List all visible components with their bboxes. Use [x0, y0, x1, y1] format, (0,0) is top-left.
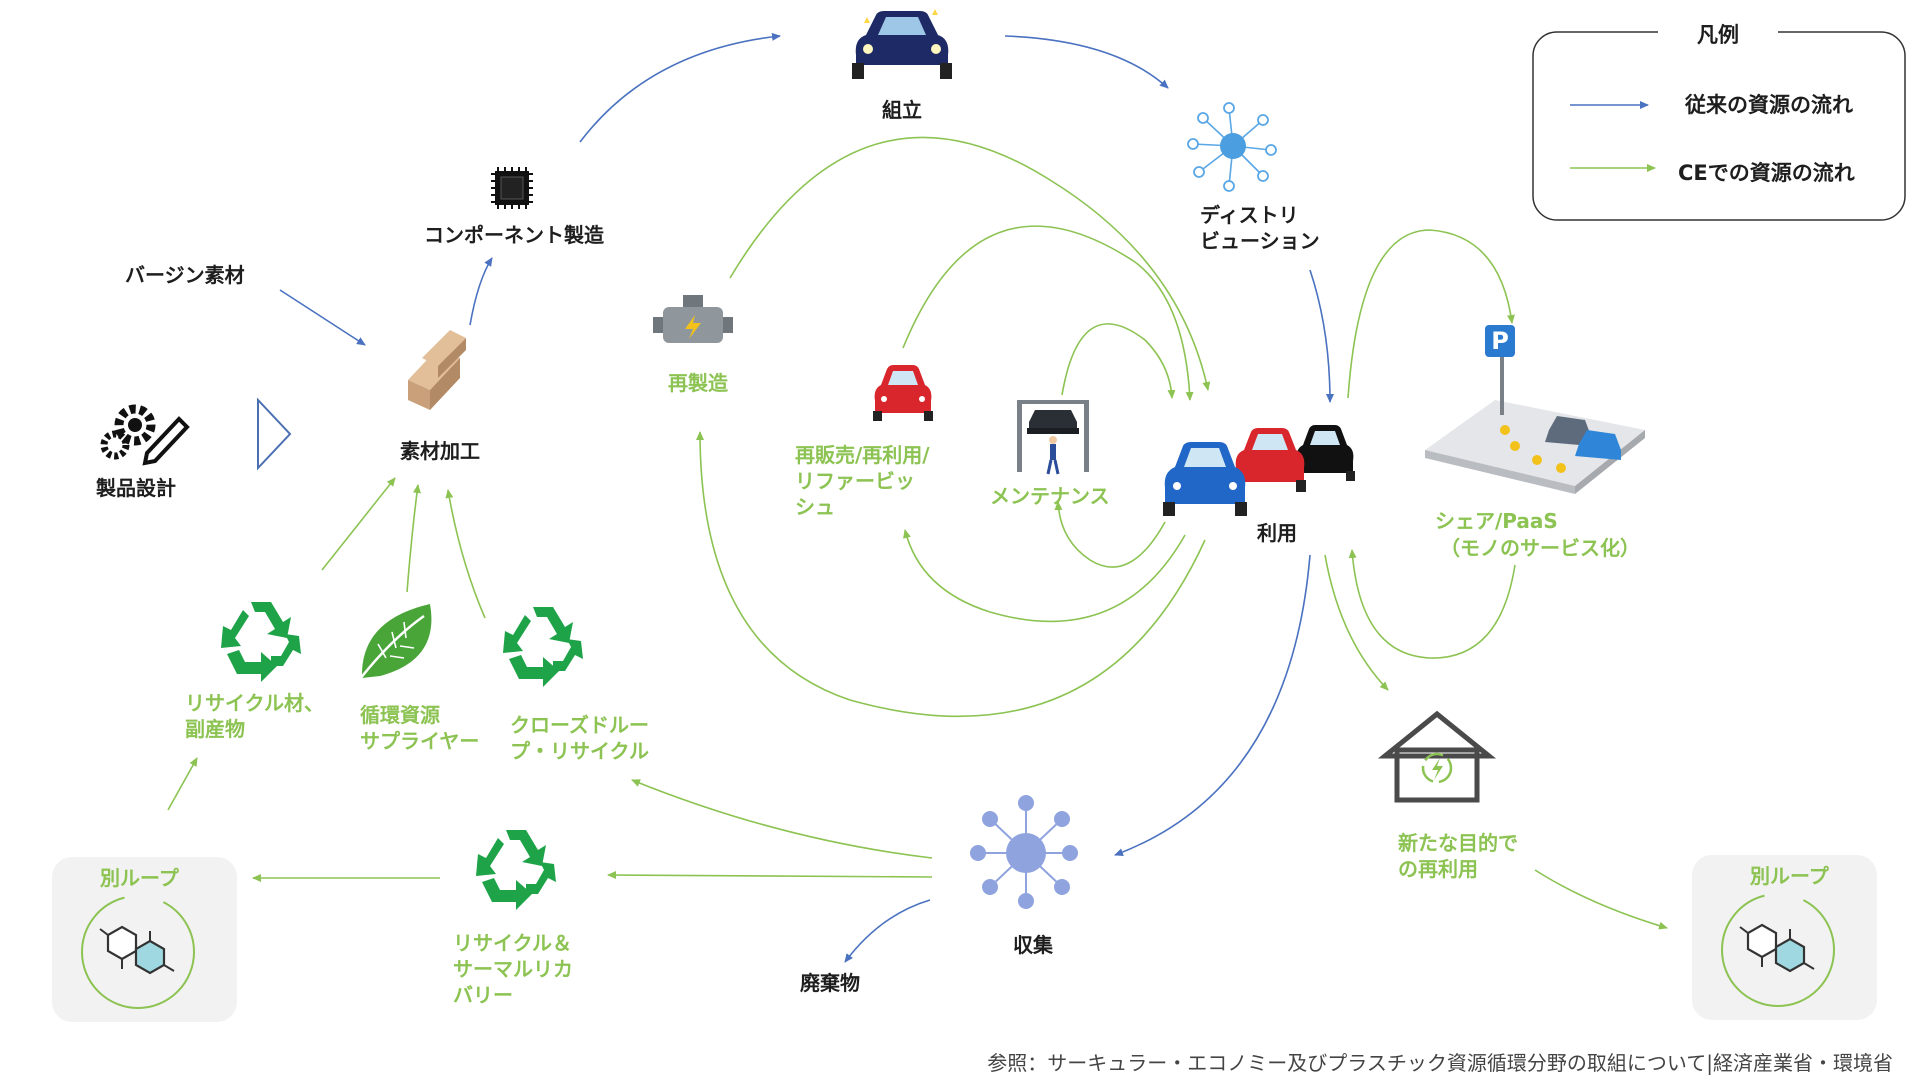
arrow-use-to-repurpose [1324, 554, 1389, 691]
legend-traditional-label: 従来の資源の流れ [1684, 93, 1853, 117]
label-share-1: シェア/PaaS [1435, 509, 1558, 533]
label-recycled-material-2: 副産物 [185, 717, 245, 741]
label-component-manufacturing: コンポーネント製造 [424, 223, 605, 247]
label-circular-supplier-1: 循環資源 [360, 703, 440, 727]
label-circular-supplier-2: サプライヤー [360, 729, 479, 753]
label-waste: 廃棄物 [800, 971, 860, 995]
arrow-recycled-to-processing [321, 477, 396, 571]
label-repurpose-2: の再利用 [1398, 857, 1478, 881]
label-resale-2: リファービッ [795, 469, 915, 493]
arrow-share-to-use [1348, 549, 1516, 659]
red-car-icon [873, 365, 933, 421]
arrow-closedloop-to-processing [445, 489, 486, 619]
car-lift-icon [1017, 400, 1089, 475]
arrow-collection-to-waste [844, 899, 931, 963]
label-distribution-2: ビューション [1200, 229, 1320, 253]
arrow-remanufacturing-to-use [729, 136, 1211, 391]
arrow-processing-to-component [469, 257, 493, 326]
label-remanufacturing: 再製造 [668, 371, 729, 395]
gear-pencil-icon [100, 404, 190, 466]
arrow-collection-to-recycling [607, 871, 933, 880]
arrow-distribution-to-use [1309, 269, 1334, 403]
collection-hub-icon [970, 795, 1078, 909]
label-resale-3: シュ [795, 495, 835, 519]
label-material-processing: 素材加工 [400, 439, 480, 463]
svg-text:P: P [1491, 327, 1509, 355]
new-car-icon [852, 9, 952, 79]
label-maintenance: メンテナンス [990, 484, 1110, 508]
other-loop-box-left [52, 857, 237, 1022]
label-share-2: （モノのサービス化） [1440, 536, 1640, 560]
arrow-repurpose-to-otherloop [1534, 869, 1668, 930]
recycle-icon-recycling-thermal [476, 830, 556, 910]
label-use: 利用 [1257, 521, 1297, 545]
label-assembly: 組立 [882, 98, 922, 122]
arrow-maintenance-to-use [1061, 323, 1176, 399]
arrow-use-to-collection [1114, 554, 1311, 856]
label-recycle-thermal-2: サーマルリカ [453, 957, 573, 981]
arrow-supplier-to-processing [406, 484, 421, 593]
label-other-loop-right: 別ループ [1750, 864, 1830, 888]
legend: 凡例 従来の資源の流れ CEでの資源の流れ [1532, 20, 1906, 221]
wood-block-icon [408, 330, 466, 410]
other-loop-box-right [1692, 855, 1877, 1020]
label-repurpose-1: 新たな目的で [1398, 831, 1518, 855]
parking-lot-icon: P [1425, 325, 1645, 494]
arrow-component-to-assembly [579, 32, 781, 143]
cars-in-use-icon [1163, 425, 1355, 516]
label-recycle-thermal-1: リサイクル＆ [453, 931, 572, 955]
label-closed-loop-1: クローズドルー [510, 713, 649, 737]
label-distribution-1: ディストリ [1200, 203, 1299, 227]
leaf-icon [355, 604, 432, 685]
label-recycled-material-1: リサイクル材、 [185, 691, 324, 715]
legend-title: 凡例 [1697, 23, 1739, 47]
label-virgin-material: バージン素材 [125, 263, 245, 287]
legend-ce-label: CEでの資源の流れ [1678, 161, 1855, 185]
distribution-network-icon [1187, 102, 1277, 192]
house-icon [1377, 710, 1497, 803]
recycle-icon-recycled-material [221, 602, 301, 682]
step-triangle-icon [257, 397, 292, 471]
arrow-assembly-to-distribution [1004, 35, 1169, 89]
source-citation: 参照：サーキュラー・エコノミー及びプラスチック資源循環分野の取組について|経済産… [987, 1051, 1893, 1075]
arrow-virgin-to-processing [279, 289, 366, 346]
engine-icon [653, 295, 733, 343]
arrow-use-to-resale [903, 529, 1186, 623]
label-other-loop-left: 別ループ [100, 866, 180, 890]
microchip-icon [491, 167, 533, 209]
arrow-resale-to-use [902, 225, 1194, 401]
label-recycle-thermal-3: バリー [453, 983, 513, 1007]
label-closed-loop-2: プ・リサイクル [510, 739, 649, 763]
label-collection: 収集 [1013, 933, 1054, 957]
arrow-use-to-maintenance [1054, 501, 1166, 568]
label-product-design: 製品設計 [96, 476, 176, 500]
label-resale-1: 再販売/再利用/ [795, 443, 930, 467]
arrow-use-to-share [1347, 229, 1515, 399]
recycle-icon-closed-loop [503, 607, 583, 687]
arrow-otherloop-to-recycled [167, 757, 198, 811]
arrow-collection-to-closedloop [631, 779, 933, 859]
arrow-use-to-remanufacturing [696, 431, 1206, 718]
